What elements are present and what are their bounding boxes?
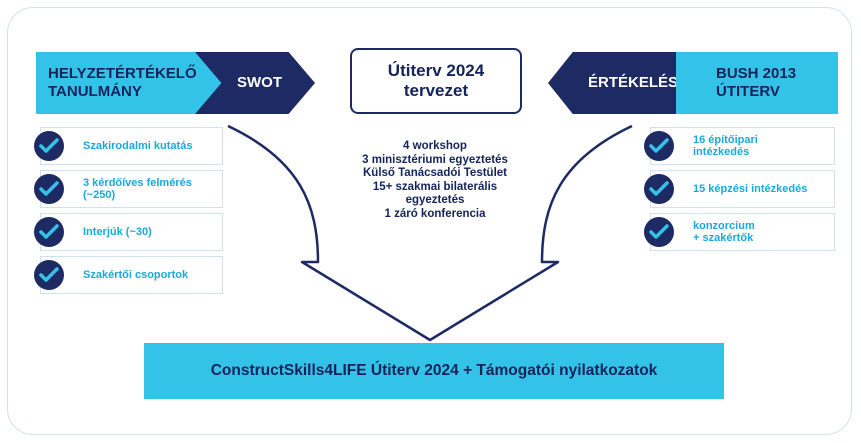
list-item-label: Szakirodalmi kutatás: [83, 140, 193, 152]
list-item-label: 15 képzési intézkedés: [693, 183, 808, 195]
left-banner-tag-text: SWOT: [237, 74, 282, 91]
list-item: Interjúk (~30): [40, 213, 223, 251]
list-item: 15 képzési intézkedés: [650, 170, 835, 208]
roadmap-draft-box: Útiterv 2024 tervezet: [350, 48, 522, 114]
left-banner-title: HELYZETÉRTÉKELŐ TANULMÁNY: [36, 52, 241, 114]
list-item: konzorcium + szakértők: [650, 213, 835, 251]
activity-line: 15+ szakmai bilaterális: [372, 180, 498, 193]
result-box: ConstructSkills4LIFE Útiterv 2024 + Támo…: [144, 343, 724, 399]
left-banner-title-text: HELYZETÉRTÉKELŐ TANULMÁNY: [48, 65, 197, 100]
checkmark-icon: [644, 174, 674, 204]
activity-line: 3 minisztériumi egyeztetés: [362, 153, 508, 166]
list-item-label: Interjúk (~30): [83, 226, 152, 238]
activities-list: 4 workshop 3 minisztériumi egyeztetés Kü…: [340, 140, 530, 221]
checkmark-icon: [34, 260, 64, 290]
list-item-label: konzorcium + szakértők: [693, 220, 755, 244]
activity-line: 4 workshop: [403, 140, 467, 152]
result-label: ConstructSkills4LIFE Útiterv 2024 + Támo…: [210, 362, 658, 379]
list-item-label: Szakértői csoportok: [83, 269, 189, 281]
roadmap-subtitle: tervezet: [403, 81, 469, 100]
checkmark-icon: [34, 217, 64, 247]
list-item: Szakértői csoportok: [40, 256, 223, 294]
activity-line: 1 záró konferencia: [384, 207, 486, 220]
checkmark-icon: [644, 131, 674, 161]
activity-line: egyeztetés: [405, 194, 465, 206]
right-banner-title: BUSH 2013 ÚTITERV: [676, 52, 838, 114]
list-item: Szakirodalmi kutatás: [40, 127, 223, 165]
right-banner-title-text: BUSH 2013 ÚTITERV: [716, 65, 797, 100]
checkmark-icon: [34, 174, 64, 204]
list-item-label: 16 építőipari intézkedés: [693, 134, 758, 158]
checkmark-icon: [644, 217, 674, 247]
roadmap-title: Útiterv 2024: [387, 61, 485, 80]
list-item: 16 építőipari intézkedés: [650, 127, 835, 165]
activity-line: Külső Tanácsadói Testület: [363, 167, 507, 179]
right-banner-tag-text: ÉRTÉKELÉS: [588, 74, 679, 91]
list-item: 3 kérdőíves felmérés (~250): [40, 170, 223, 208]
list-item-label: 3 kérdőíves felmérés (~250): [83, 177, 192, 201]
checkmark-icon: [34, 131, 64, 161]
